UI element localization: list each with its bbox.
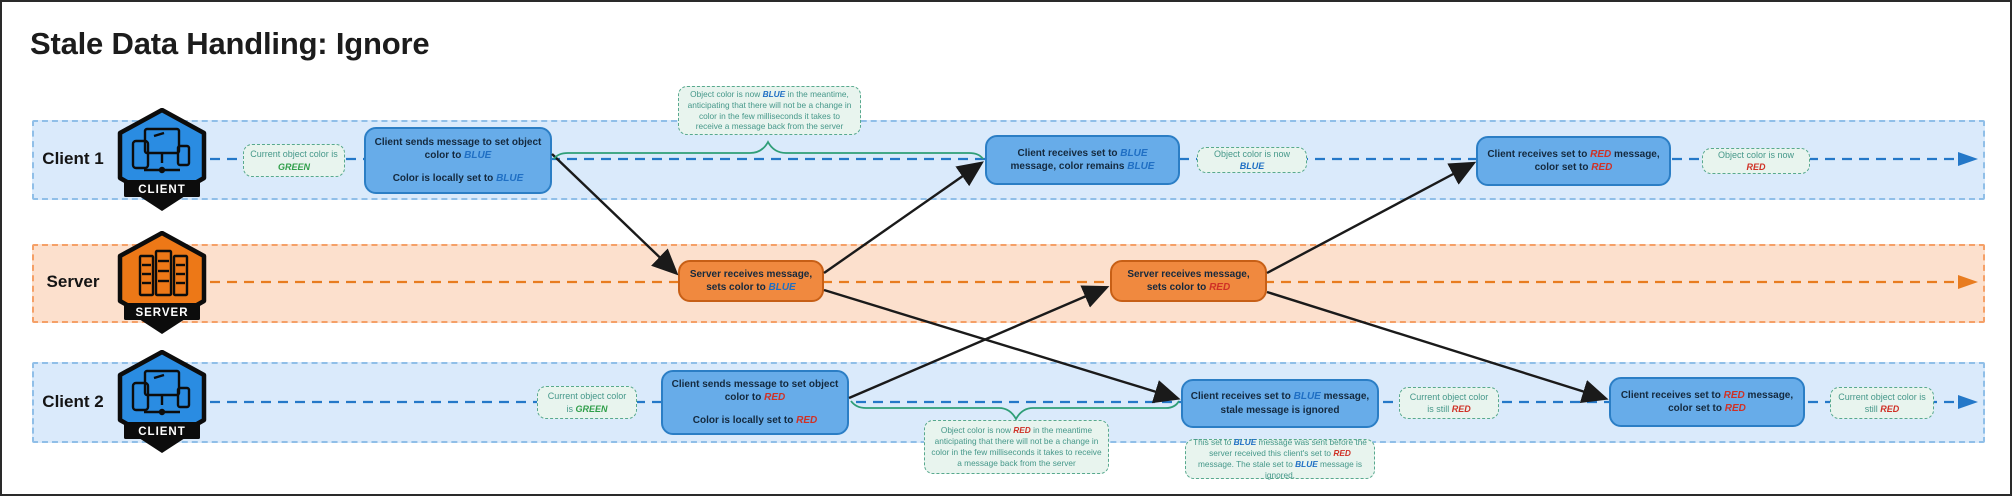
note-c2-current-green: Current object color is GREEN <box>537 386 637 419</box>
page-title: Stale Data Handling: Ignore <box>30 26 430 61</box>
box-text: Client receives set to BLUE message, sta… <box>1190 391 1370 416</box>
box-text: Server receives message, sets color to B… <box>689 268 813 293</box>
arrow-server-to-client2-blue <box>823 288 1181 404</box>
note-c2-still-red-end: Current object color is still RED <box>1830 387 1934 419</box>
client1-badge-label: CLIENT <box>138 184 186 196</box>
client-devices-icon: CLIENT <box>117 349 207 453</box>
box-text: Client sends message to set object color… <box>671 379 839 404</box>
server-racks-icon: SERVER <box>117 230 207 334</box>
lane-server <box>32 244 1985 323</box>
box-server-sets-blue: Server receives message, sets color to B… <box>678 260 824 302</box>
note-text: Current object color is still RED <box>1409 391 1489 414</box>
note-c2-still-red-mid: Current object color is still RED <box>1399 387 1499 419</box>
brace-client1-meantime <box>553 140 984 160</box>
note-c1-now-blue: Object color is now BLUE <box>1197 147 1307 173</box>
note-text: Current object color is GREEN <box>547 391 627 414</box>
lane-label-client2: Client 2 <box>42 392 104 411</box>
note-text: Object color is now BLUE in the meantime… <box>687 88 852 132</box>
arrow-client1-to-server-blue <box>551 153 679 276</box>
note-c1-meantime: Object color is now BLUE in the meantime… <box>678 86 861 135</box>
lane-label-client1: Client 1 <box>42 149 104 168</box>
server-badge: SERVER <box>114 230 210 335</box>
note-text: Current object color is GREEN <box>250 149 338 172</box>
client2-badge: CLIENT <box>114 349 210 454</box>
note-text: This set to BLUE message was sent before… <box>1193 437 1367 480</box>
box-text: Client receives set to RED message, colo… <box>1487 148 1660 173</box>
box-text: Client sends message to set object color… <box>374 137 542 162</box>
box-text: Client receives set to BLUE message, col… <box>1010 147 1155 172</box>
note-c2-meantime: Object color is now RED in the meantime … <box>924 420 1109 474</box>
box-client1-receive-blue: Client receives set to BLUE message, col… <box>985 135 1180 185</box>
box-client2-send-red: Client sends message to set object color… <box>661 370 849 435</box>
box-text: Client receives set to RED message, colo… <box>1620 389 1794 414</box>
client2-badge-label: CLIENT <box>138 426 186 438</box>
note-c1-now-red: Object color is now RED <box>1702 148 1810 174</box>
box-server-sets-red: Server receives message, sets color to R… <box>1110 260 1267 302</box>
note-text: Current object color is still RED <box>1838 391 1926 414</box>
lane-label-server: Server <box>46 272 100 291</box>
client1-badge: CLIENT <box>114 107 210 212</box>
note-text: Object color is now BLUE <box>1213 148 1291 171</box>
box-client2-receive-red: Client receives set to RED message, colo… <box>1609 377 1805 427</box>
arrow-server-to-client1-blue <box>823 161 984 274</box>
client2-timeline-arrowhead-icon <box>1958 395 1978 409</box>
box-text: Color is locally set to BLUE <box>392 172 524 184</box>
note-text: Object color is now RED <box>1717 149 1795 172</box>
server-timeline-arrowhead-icon <box>1958 275 1978 289</box>
box-client1-send-blue: Client sends message to set object color… <box>364 127 552 194</box>
note-text: Object color is now RED in the meantime … <box>931 425 1102 468</box>
brace-client2-meantime <box>850 400 1180 421</box>
box-text: Color is locally set to RED <box>692 414 818 426</box>
note-c2-stale-explanation: This set to BLUE message was sent before… <box>1185 437 1375 480</box>
box-client1-receive-red: Client receives set to RED message, colo… <box>1476 136 1671 186</box>
client1-timeline-arrowhead-icon <box>1958 152 1978 166</box>
note-c1-current-green: Current object color is GREEN <box>243 144 345 177</box>
arrow-client2-to-server-red <box>848 285 1110 400</box>
arrow-server-to-client2-red <box>1266 290 1609 403</box>
server-badge-label: SERVER <box>135 307 188 319</box>
box-text: Server receives message, sets color to R… <box>1127 268 1250 293</box>
client-devices-icon: CLIENT <box>117 107 207 211</box>
box-client2-receive-blue-ignored: Client receives set to BLUE message, sta… <box>1181 379 1379 428</box>
arrow-server-to-client1-red <box>1266 161 1477 275</box>
